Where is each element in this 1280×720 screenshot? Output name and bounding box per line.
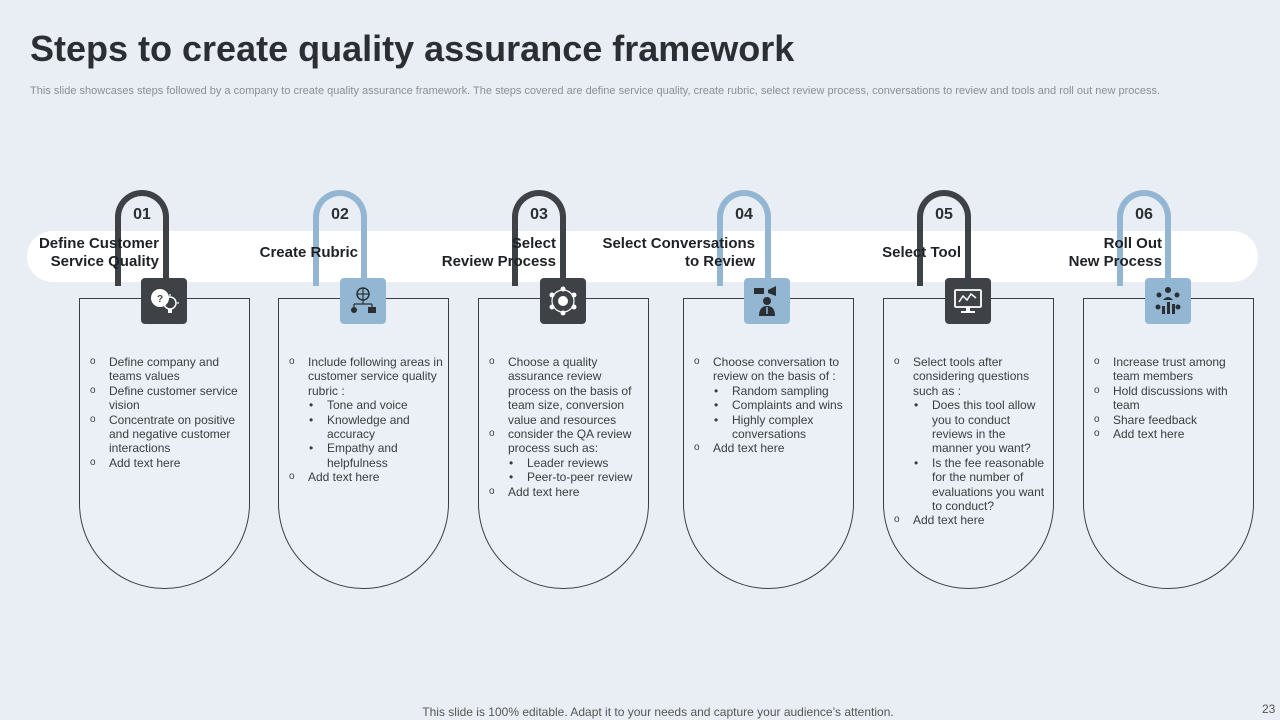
list-item: Select tools after considering questions… [893,355,1048,398]
monitor-chart-icon [954,289,982,313]
step-2-arch [313,190,367,286]
list-item: Peer-to-peer review [488,470,643,485]
list-item: Tone and voice [288,398,443,413]
list-item: Add text here [693,441,848,456]
footer-note: This slide is 100% editable. Adapt it to… [422,705,894,719]
header-band [27,231,1258,282]
step-2-content: Include following areas in customer serv… [288,355,443,485]
step-1-icon-box: ? [141,278,187,324]
list-item: Complaints and wins [693,398,848,413]
step-3-content: Choose a quality assurance review proces… [488,355,643,499]
step-5-content: Select tools after considering questions… [893,355,1048,528]
list-item: Increase trust among team members [1093,355,1248,384]
step-6-icon-box [1145,278,1191,324]
svg-text:?: ? [157,294,163,305]
list-item: Leader reviews [488,456,643,471]
list-item: Is the fee reasonable for the number of … [893,456,1048,514]
step-5-number: 05 [935,206,953,223]
list-item: Share feedback [1093,413,1248,428]
step-6-card [1083,298,1254,589]
list-item: Choose conversation to review on the bas… [693,355,848,384]
presenter-megaphone-icon [754,286,776,316]
list-item: Include following areas in customer serv… [288,355,443,398]
step-1-number: 01 [133,206,151,223]
network-hub-icon [549,286,577,316]
list-item: consider the QA review process such as: [488,427,643,456]
step-4-number: 04 [735,206,753,223]
step-1-arch [115,190,169,286]
step-1-content: Define company and teams values Define c… [89,355,244,471]
step-6-content: Increase trust among team members Hold d… [1093,355,1248,442]
list-item: Add text here [288,470,443,485]
list-item: Define customer service vision [89,384,244,413]
step-2-icon-box [340,278,386,324]
list-item: Random sampling [693,384,848,399]
list-item: Add text here [1093,427,1248,442]
step-3-heading: Select Review Process [441,235,556,270]
step-4-icon-box [744,278,790,324]
step-6-number: 06 [1135,206,1153,223]
step-3-arch [512,190,566,286]
team-growth-icon [1155,287,1181,314]
list-item: Knowledge and accuracy [288,413,443,442]
list-item: Add text here [893,513,1048,528]
list-item: Empathy and helpfulness [288,441,443,470]
list-item: Choose a quality assurance review proces… [488,355,643,427]
step-6-arch [1117,190,1171,286]
step-3-icon-box [540,278,586,324]
step-5-icon-box [945,278,991,324]
list-item: Does this tool allow you to conduct revi… [893,398,1048,456]
list-item: Concentrate on positive and negative cus… [89,413,244,456]
list-item: Add text here [89,456,244,471]
brain-lightbulb-icon: ? [151,289,179,313]
step-2-heading: Create Rubric [259,244,358,261]
step-5-heading: Select Tool [882,244,961,261]
list-item: Define company and teams values [89,355,244,384]
step-6-heading: Roll Out New Process [1068,235,1162,270]
step-4-heading: Select Conversations to Review [602,235,755,270]
globe-network-icon [351,287,376,313]
slide-subtitle: This slide showcases steps followed by a… [30,85,1161,97]
step-4-content: Choose conversation to review on the bas… [693,355,848,456]
page-number: 23 [1262,702,1276,716]
list-item: Add text here [488,485,643,500]
step-2-number: 02 [331,206,349,223]
step-4-arch [717,190,771,286]
slide-title: Steps to create quality assurance framew… [30,28,795,69]
list-item: Highly complex conversations [693,413,848,442]
step-3-number: 03 [530,206,548,223]
list-item: Hold discussions with team [1093,384,1248,413]
step-5-arch [917,190,971,286]
step-1-heading: Define Customer Service Quality [38,235,159,270]
